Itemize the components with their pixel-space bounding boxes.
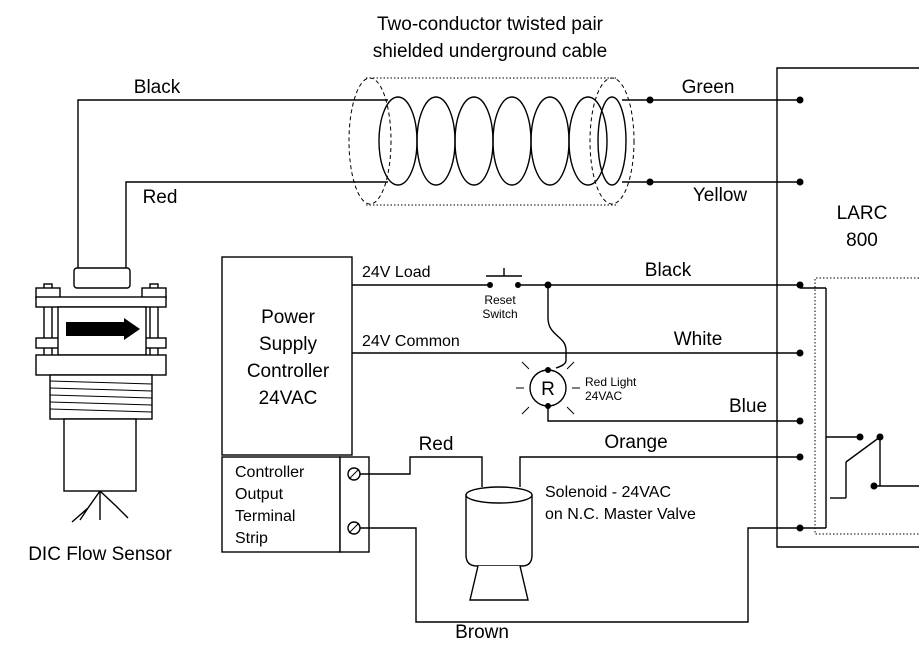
cable-twist bbox=[568, 96, 608, 186]
wire-label-black-mid: Black bbox=[645, 260, 692, 281]
relay-contact-dot bbox=[856, 433, 864, 441]
larc-label-line2: 800 bbox=[846, 230, 878, 251]
relay-box bbox=[814, 277, 919, 535]
junction-dot bbox=[646, 178, 654, 186]
wire-label-red-top: Red bbox=[143, 187, 178, 208]
solenoid-label-line1: Solenoid - 24VAC bbox=[545, 484, 671, 501]
flow-arrow-shaft bbox=[66, 322, 124, 336]
flow-arrow-head bbox=[124, 318, 140, 340]
reset-switch-label-line1: Reset bbox=[484, 293, 516, 307]
sensor-wires: Black Red Green Yellow bbox=[77, 77, 804, 268]
power-supply-box bbox=[221, 256, 353, 456]
terminal-dot bbox=[796, 417, 804, 425]
solenoid: Solenoid - 24VAC on N.C. Master Valve bbox=[465, 484, 696, 601]
terminal-strip-screw-box bbox=[339, 456, 370, 553]
cable-label-line1: Two-conductor twisted pair bbox=[377, 14, 604, 35]
reset-switch-gap bbox=[490, 280, 516, 290]
power-supply-line2: Supply bbox=[259, 334, 318, 355]
terminal-dot bbox=[796, 281, 804, 289]
wire-label-yellow: Yellow bbox=[693, 185, 748, 206]
sensor-label: DIC Flow Sensor bbox=[28, 544, 172, 565]
switch-contact bbox=[515, 282, 521, 288]
label-24v-load: 24V Load bbox=[362, 264, 431, 281]
solenoid-wiring: Red Orange Brown bbox=[360, 432, 804, 643]
solenoid-label-line2: on N.C. Master Valve bbox=[545, 506, 696, 523]
sensor-impeller bbox=[71, 490, 129, 523]
wire-red-bottom bbox=[360, 456, 483, 487]
solenoid-top bbox=[465, 486, 533, 504]
light-ray bbox=[566, 406, 575, 415]
larc-label-line1: LARC bbox=[837, 203, 888, 224]
wire-label-orange: Orange bbox=[604, 432, 667, 453]
switch-contact bbox=[487, 282, 493, 288]
solenoid-body bbox=[465, 494, 533, 567]
wire-blue bbox=[547, 406, 800, 422]
wire-label-blue: Blue bbox=[729, 396, 767, 417]
junction-dot bbox=[646, 96, 654, 104]
terminal-screw-slot bbox=[348, 522, 360, 534]
sensor-flange bbox=[35, 296, 167, 308]
reset-switch: Reset Switch bbox=[482, 268, 552, 321]
relay-switch-arm bbox=[845, 436, 881, 463]
terminal-strip-line2: Output bbox=[235, 486, 284, 503]
light-label-line1: Red Light bbox=[585, 375, 637, 389]
cable-twist bbox=[378, 96, 418, 186]
cable-twist bbox=[454, 96, 494, 186]
light-ray bbox=[521, 361, 530, 370]
wire-black-top bbox=[77, 99, 388, 268]
terminal-strip-line3: Terminal bbox=[235, 508, 295, 525]
terminal-dot bbox=[796, 96, 804, 104]
cable-twist bbox=[416, 96, 456, 186]
larc-outline bbox=[776, 67, 919, 548]
flow-sensor: DIC Flow Sensor bbox=[28, 267, 172, 565]
larc-800-unit: LARC 800 bbox=[776, 67, 919, 548]
wire-label-white: White bbox=[674, 329, 723, 350]
wire-label-brown: Brown bbox=[455, 622, 509, 643]
terminal-strip-line1: Controller bbox=[235, 464, 305, 481]
terminal-dot bbox=[796, 349, 804, 357]
sensor-stem bbox=[63, 418, 137, 492]
terminal-strip-line4: Strip bbox=[235, 530, 268, 547]
relay-contact-dot bbox=[870, 482, 878, 490]
terminal-strip-label-box bbox=[221, 456, 341, 553]
cable-twist bbox=[530, 96, 570, 186]
red-light: R Red Light 24VAC Blue bbox=[516, 285, 804, 425]
power-supply-line4: 24VAC bbox=[259, 388, 318, 409]
wire-brown bbox=[360, 527, 800, 623]
cable-twist bbox=[492, 96, 532, 186]
twisted-pair-cable: Two-conductor twisted pair shielded unde… bbox=[348, 14, 635, 206]
cable-end-right bbox=[589, 77, 635, 205]
terminal-dot bbox=[796, 453, 804, 461]
light-symbol: R bbox=[541, 379, 555, 400]
wire-label-red-bottom: Red bbox=[419, 434, 454, 455]
sensor-lower-flange bbox=[35, 354, 167, 376]
terminal-dot bbox=[796, 524, 804, 532]
cable-end-left bbox=[348, 77, 392, 205]
reset-switch-label-line2: Switch bbox=[482, 307, 517, 321]
wire-red-top bbox=[125, 181, 388, 268]
light-terminal bbox=[545, 367, 551, 373]
light-label-line2: 24VAC bbox=[585, 389, 622, 403]
power-supply-line1: Power bbox=[261, 307, 316, 328]
terminal-strip: Controller Output Terminal Strip bbox=[221, 456, 370, 553]
light-ray bbox=[566, 361, 575, 370]
label-24v-common: 24V Common bbox=[362, 333, 460, 350]
thread-lines bbox=[49, 380, 153, 413]
sensor-cap bbox=[73, 267, 131, 289]
light-ray bbox=[521, 406, 530, 415]
terminal-dot bbox=[796, 178, 804, 186]
power-supply-controller: Power Supply Controller 24VAC 24V Load B… bbox=[221, 256, 804, 456]
sensor-nut bbox=[35, 337, 61, 349]
wire-label-black-top: Black bbox=[134, 77, 181, 98]
cable-twist bbox=[597, 96, 627, 186]
terminal-screw-slot bbox=[348, 468, 360, 480]
solenoid-base bbox=[469, 565, 529, 601]
wire-orange bbox=[519, 456, 800, 487]
wire-label-green: Green bbox=[682, 77, 735, 98]
power-supply-line3: Controller bbox=[247, 361, 330, 382]
cable-label-line2: shielded underground cable bbox=[373, 41, 608, 62]
light-feed-wire bbox=[547, 285, 567, 369]
